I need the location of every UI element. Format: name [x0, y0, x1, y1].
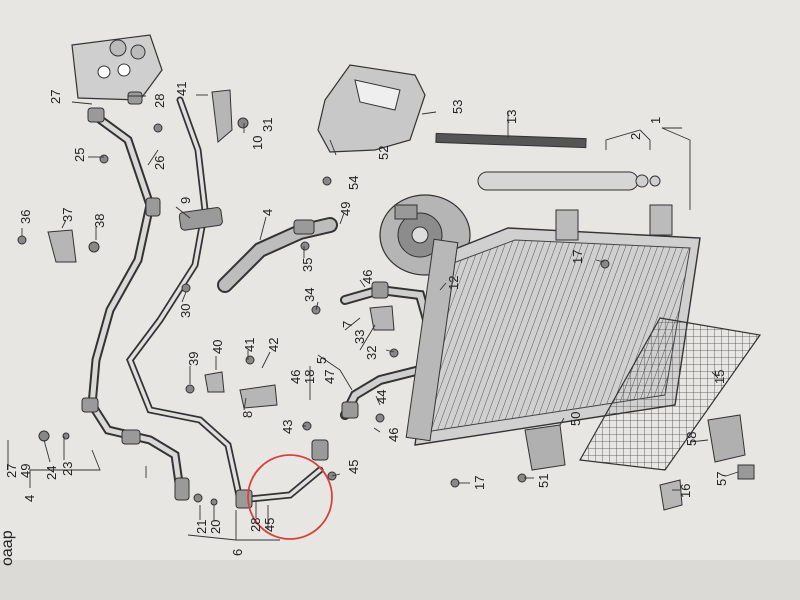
callout-6: 6: [230, 549, 245, 556]
callout-27a: 27: [48, 90, 63, 104]
callout-21: 21: [194, 520, 209, 534]
callout-24: 24: [44, 466, 59, 480]
callout-1: 1: [648, 117, 663, 124]
callout-37: 37: [60, 208, 75, 222]
callout-33: 33: [352, 330, 367, 344]
bracket-51: [524, 424, 566, 471]
callout-57: 57: [714, 472, 729, 486]
callout-46b: 46: [288, 370, 303, 384]
callout-51: 51: [536, 474, 551, 488]
callout-15: 15: [712, 370, 727, 384]
connector-block: [71, 34, 163, 101]
callout-36: 36: [18, 210, 33, 224]
callout-12: 12: [446, 276, 461, 290]
callout-40: 40: [210, 340, 225, 354]
callout-50: 50: [568, 412, 583, 426]
callout-7: 7: [340, 321, 355, 328]
mesh-grille: [579, 317, 762, 471]
callout-49a: 49: [338, 202, 353, 216]
paper-shadow-edge: [0, 560, 800, 600]
callout-9: 9: [178, 197, 193, 204]
callout-26: 26: [152, 156, 167, 170]
callout-13: 13: [504, 110, 519, 124]
small-brackets: [47, 89, 683, 511]
callout-5: 5: [314, 357, 329, 364]
callout-49b: 49: [18, 464, 33, 478]
callout-10: 10: [250, 136, 265, 150]
callout-20: 20: [208, 520, 223, 534]
hose-fittings: [81, 91, 389, 509]
callout-47: 47: [322, 370, 337, 384]
callout-39: 39: [186, 352, 201, 366]
callout-16: 16: [678, 484, 693, 498]
callout-4a: 4: [260, 209, 275, 216]
callout-18: 18: [302, 370, 317, 384]
callout-42: 42: [266, 338, 281, 352]
callout-25: 25: [72, 148, 87, 162]
callout-labels: 27 28 41 53 13 2 1 25 26 10 31 52 54 36 …: [4, 82, 729, 556]
callout-58: 58: [684, 432, 699, 446]
callout-28a: 28: [152, 94, 167, 108]
callout-34: 34: [302, 288, 317, 302]
callout-43: 43: [280, 420, 295, 434]
callout-2: 2: [628, 133, 643, 140]
callout-35: 35: [300, 258, 315, 272]
hose-4: [217, 217, 338, 293]
sensor-57: [737, 464, 755, 480]
callout-17b: 17: [472, 476, 487, 490]
callout-41a: 41: [174, 82, 189, 96]
callout-4b: 4: [22, 495, 37, 502]
callout-27b: 27: [4, 464, 19, 478]
callout-31: 31: [260, 118, 275, 132]
callout-28b: 28: [248, 518, 263, 532]
callout-30: 30: [178, 304, 193, 318]
annotation-circle: [247, 454, 333, 540]
bolts: [17, 117, 610, 506]
edge-text: oaap: [0, 530, 16, 566]
leader-lines: [7, 94, 739, 541]
drier-tube: [477, 171, 661, 191]
callout-32: 32: [364, 346, 379, 360]
callout-17a: 17: [570, 250, 585, 264]
callout-53: 53: [450, 100, 465, 114]
callout-8: 8: [240, 411, 255, 418]
long-hose-suction-core: [89, 115, 183, 493]
callout-46a: 46: [360, 270, 375, 284]
drier-rod-13: [435, 132, 587, 149]
bracket-58: [707, 414, 746, 463]
callout-38: 38: [92, 214, 107, 228]
callout-52: 52: [376, 146, 391, 160]
callout-44: 44: [374, 390, 389, 404]
callout-45a: 45: [346, 460, 361, 474]
callout-54: 54: [346, 176, 361, 190]
callout-45b: 45: [262, 518, 277, 532]
callout-41b: 41: [242, 338, 257, 352]
heat-shield: [317, 64, 426, 153]
callout-23: 23: [60, 462, 75, 476]
callout-46c: 46: [386, 428, 401, 442]
